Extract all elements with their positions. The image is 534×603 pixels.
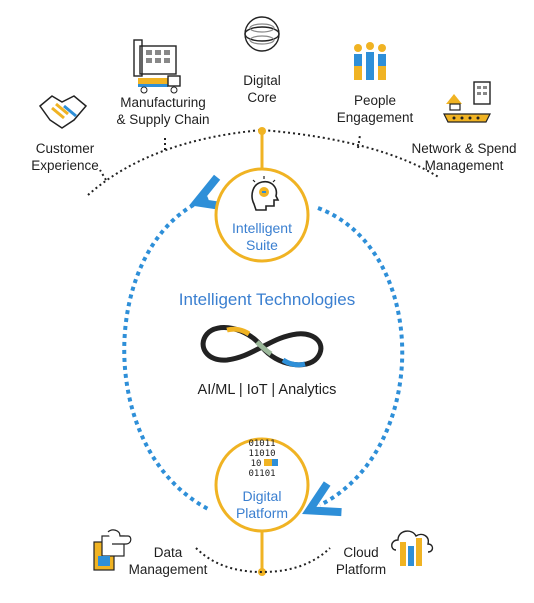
manufacturing-line2: & Supply Chain (116, 112, 210, 127)
cloud-platform-icon (391, 530, 434, 566)
customer-experience-label: Customer Experience (20, 140, 110, 174)
customer-experience-line1: Customer (35, 141, 95, 156)
connector-people (357, 134, 361, 149)
intelligent-suite-line2: Suite (246, 237, 278, 253)
right-loop-arc (318, 206, 405, 505)
manufacturing-label: Manufacturing & Supply Chain (108, 94, 218, 128)
cloud-platform-line2: Platform (335, 562, 387, 577)
intelligent-suite-label: Intelligent Suite (216, 220, 308, 254)
cloud-platform-line1: Cloud (343, 545, 379, 560)
bottom-junction-dot (258, 568, 266, 576)
binary-line-4: 01101 (248, 469, 275, 479)
center-title: Intelligent Technologies (178, 290, 356, 309)
digital-core-line2: Core (247, 90, 277, 105)
factory-truck-icon (133, 39, 181, 94)
cloud-platform-label: Cloud Platform (326, 544, 396, 578)
left-loop-arc (122, 198, 210, 512)
digital-platform-line1: Digital (242, 488, 282, 504)
connector-customer (99, 169, 107, 181)
head-lightbulb-icon (251, 176, 280, 211)
center-subtitle: AI/ML | IoT | Analytics (197, 382, 337, 398)
digital-core-line1: Digital (243, 73, 281, 88)
people-icon (354, 42, 386, 80)
digital-platform-ring (214, 437, 310, 533)
network-spend-line1: Network & Spend (411, 141, 517, 156)
handshake-icon (38, 95, 88, 129)
data-management-line1: Data (153, 545, 183, 560)
binary-line-2: 11010 (248, 449, 275, 459)
network-spend-icon (443, 81, 491, 123)
data-management-label: Data Management (118, 544, 218, 578)
network-spend-line2: Management (424, 158, 504, 173)
core-sphere-icon (244, 16, 280, 52)
digital-platform-line2: Platform (235, 505, 289, 521)
binary-line-3: 10 (251, 459, 262, 469)
people-engagement-line1: People (353, 93, 397, 108)
data-management-icon (93, 529, 132, 571)
infinity-icon (200, 325, 324, 368)
digital-platform-label: Digital Platform (216, 488, 308, 522)
digital-core-label: Digital Core (222, 72, 302, 106)
network-spend-label: Network & Spend Management (404, 140, 524, 174)
people-engagement-line2: Engagement (336, 110, 414, 125)
bottom-connector-arc (195, 547, 331, 574)
intelligent-suite-ring (214, 167, 310, 263)
customer-experience-line2: Experience (31, 158, 99, 173)
binary-icon: 01011 11010 10 01101 (248, 439, 278, 479)
binary-line-1: 01011 (248, 439, 275, 449)
data-management-line2: Management (128, 562, 208, 577)
people-engagement-label: People Engagement (330, 92, 420, 126)
manufacturing-line1: Manufacturing (120, 95, 206, 110)
intelligent-suite-line1: Intelligent (232, 220, 292, 236)
